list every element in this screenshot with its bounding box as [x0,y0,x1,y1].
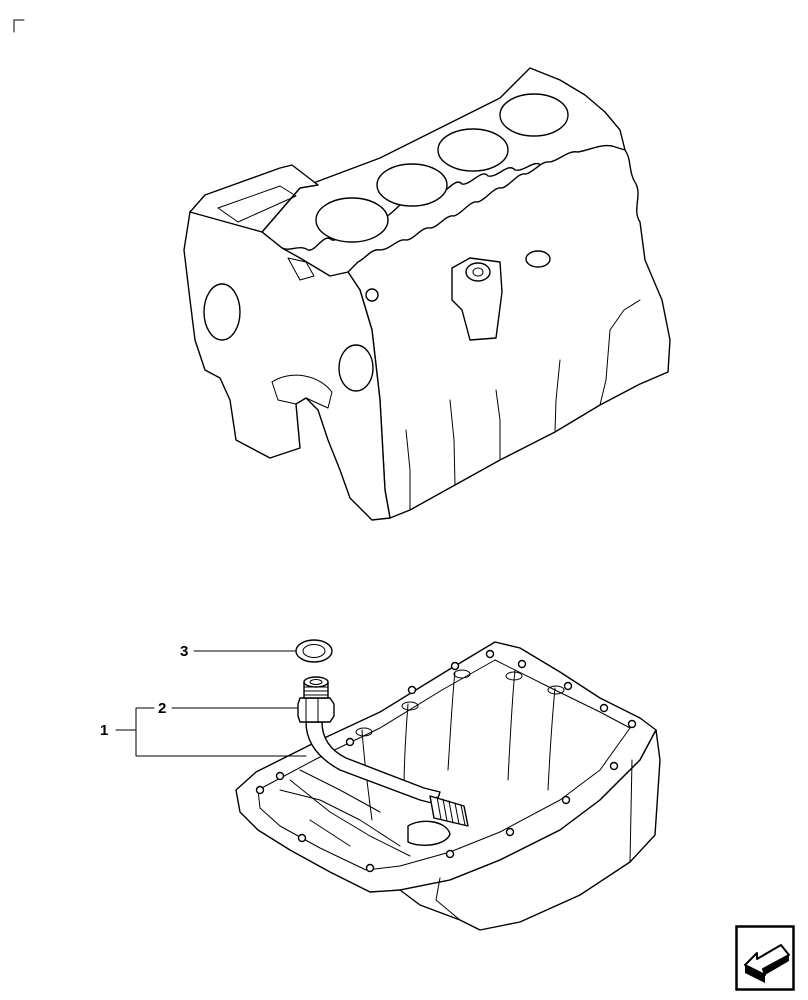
front-bore-right [338,344,374,392]
callout-leaders [115,650,307,757]
callout-1: 1 [100,722,108,739]
callout-3: 3 [180,643,188,660]
bolt-holes [255,649,637,873]
oil-pan [235,641,661,931]
sealing-ring [295,639,333,663]
cylinder-bore-3 [437,128,509,172]
back-arrow-button[interactable] [735,925,795,991]
cylinder-bore-4 [499,93,569,137]
oil-suction-pipe [297,676,469,846]
front-bore-left [203,283,241,341]
arrow-back-icon [735,925,795,991]
callout-2: 2 [158,700,166,717]
engine-block [183,67,671,521]
corner-mark [13,19,25,33]
cylinder-bore-1 [315,197,389,243]
cylinder-bore-2 [376,163,448,207]
